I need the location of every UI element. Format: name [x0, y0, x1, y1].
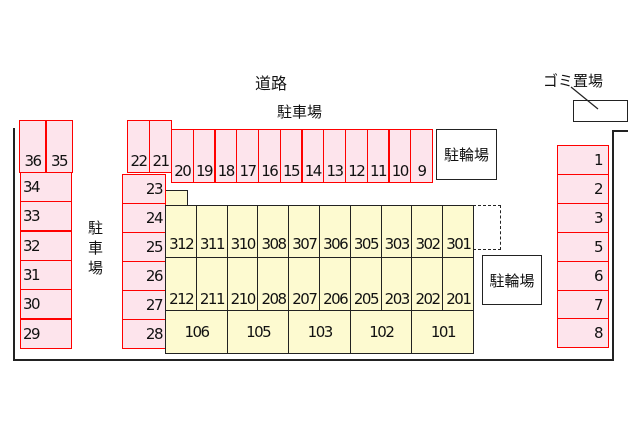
apartment-unit: 101	[411, 310, 475, 354]
parking-space: 10	[388, 129, 411, 183]
parking-space: 5	[557, 231, 609, 262]
parking-space: 21	[149, 120, 172, 173]
apartment-unit: 307	[288, 205, 321, 258]
apartment-unit: 312	[165, 205, 198, 258]
parking-space: 3	[557, 202, 609, 233]
parking-space: 9	[410, 129, 433, 183]
parking-space: 20	[171, 129, 194, 183]
parking-space: 1	[557, 145, 609, 175]
parking-space: 12	[345, 129, 368, 183]
apartment-unit: 102	[349, 310, 413, 354]
apartment-unit: 208	[257, 257, 290, 311]
bicycle-parking-1: 駐輪場	[436, 129, 497, 180]
parking-space: 2	[557, 173, 609, 204]
parking-space: 30	[20, 289, 72, 320]
parking-left-label: 駐車場	[88, 219, 104, 277]
parking-space: 28	[122, 319, 166, 349]
parking-space: 6	[557, 260, 609, 291]
boundary-left	[13, 128, 15, 361]
apartment-unit: 205	[349, 257, 383, 311]
parking-space: 15	[279, 129, 303, 183]
apartment-unit: 201	[442, 257, 475, 311]
apartment-unit: 206	[319, 257, 352, 311]
road-label: 道路	[255, 74, 288, 93]
apartment-unit: 306	[319, 205, 352, 258]
parking-space: 7	[557, 289, 609, 320]
parking-space: 16	[258, 129, 281, 183]
parking-space: 13	[323, 129, 346, 183]
boundary-right	[612, 130, 614, 361]
apartment-unit: 308	[257, 205, 290, 258]
parking-space: 33	[20, 201, 72, 232]
parking-space: 36	[19, 120, 46, 173]
apartment-unit: 303	[380, 205, 413, 258]
dashed-area	[473, 205, 501, 250]
parking-space: 24	[122, 203, 166, 233]
parking-space: 8	[557, 318, 609, 349]
parking-space: 34	[20, 172, 72, 202]
parking-space: 31	[20, 259, 72, 290]
apartment-unit: 310	[226, 205, 259, 258]
apartment-unit: 301	[442, 205, 475, 258]
apartment-unit: 212	[165, 257, 198, 311]
apartment-unit: 103	[288, 310, 352, 354]
apartment-unit: 311	[195, 205, 229, 258]
parking-space: 27	[122, 290, 166, 320]
apartment-unit: 202	[411, 257, 444, 311]
apartment-unit: 105	[226, 310, 290, 354]
boundary-bottom	[13, 359, 614, 361]
garbage-pointer-line	[570, 86, 599, 110]
parking-space: 32	[20, 230, 72, 261]
garbage-area	[573, 100, 628, 122]
parking-space: 11	[366, 129, 390, 183]
parking-top-label: 駐車場	[277, 103, 323, 121]
apartment-unit: 207	[288, 257, 321, 311]
parking-space: 29	[20, 318, 72, 349]
parking-space: 18	[214, 129, 237, 183]
parking-space: 26	[122, 261, 166, 291]
apartment-unit: 211	[195, 257, 229, 311]
parking-space: 23	[122, 174, 166, 204]
apartment-unit: 210	[226, 257, 259, 311]
parking-space: 22	[127, 120, 150, 173]
apartment-unit: 203	[380, 257, 413, 311]
parking-space: 19	[192, 129, 216, 183]
garbage-label: ゴミ置場	[543, 72, 604, 90]
apartment-unit: 106	[165, 310, 229, 354]
boundary-right-stub	[612, 130, 628, 132]
parking-space: 14	[301, 129, 324, 183]
apartment-unit: 302	[411, 205, 444, 258]
parking-space: 25	[122, 232, 166, 262]
parking-space: 17	[236, 129, 259, 183]
bicycle-parking-2: 駐輪場	[482, 255, 542, 305]
parking-space: 35	[45, 120, 73, 173]
apartment-unit: 305	[349, 205, 383, 258]
